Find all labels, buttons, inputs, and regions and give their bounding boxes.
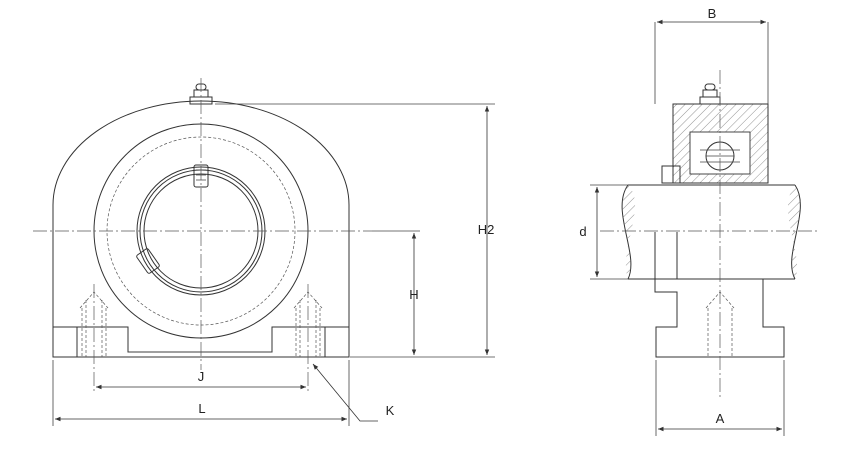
set-screw-side [661,165,681,184]
set-screw-angled [136,248,160,274]
label-h: H [409,287,418,302]
label-d: d [579,224,586,239]
shaft [628,184,795,280]
label-j: J [198,369,205,384]
front-view [33,78,372,392]
pedestal-body [654,279,785,358]
set-screw-top [193,164,209,188]
side-dimensions [590,19,785,436]
front-dimensions [52,103,495,426]
label-a: A [716,411,725,426]
label-h2: H2 [478,222,495,237]
label-l: L [198,401,205,416]
label-k: K [386,403,395,418]
side-view [600,70,820,400]
label-b: B [708,6,717,21]
housing-base [52,326,350,358]
grease-fitting-side-icon [699,83,721,105]
